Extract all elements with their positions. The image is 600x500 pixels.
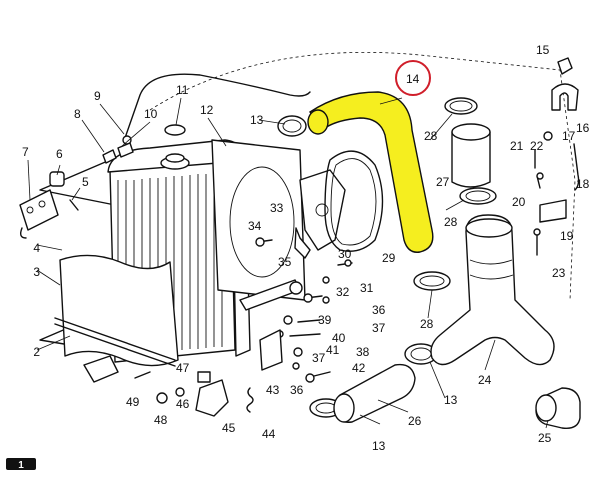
callout-28a: 28: [424, 129, 438, 143]
callout-8: 8: [74, 107, 81, 121]
callout-22: 22: [530, 139, 544, 153]
callout-34: 34: [248, 219, 262, 233]
callout-15: 15: [536, 43, 550, 57]
callout-37a: 37: [372, 321, 386, 335]
callout-13c: 13: [372, 439, 386, 453]
callout-47: 47: [176, 361, 190, 375]
fan-shroud: [211, 139, 346, 301]
callout-44: 44: [262, 427, 276, 441]
sensor-brackets: [533, 57, 580, 256]
hose-sleeve-27: [451, 123, 491, 188]
callout-10: 10: [144, 107, 158, 121]
hose-26: [333, 363, 416, 423]
callout-37b: 37: [312, 351, 326, 365]
callout-21: 21: [510, 139, 524, 153]
page-marker-badge: [6, 458, 36, 470]
callout-24: 24: [478, 373, 492, 387]
pipe-24: [430, 214, 555, 366]
callout-3: 3: [33, 265, 40, 279]
fasteners: [276, 259, 353, 383]
callout-43: 43: [266, 383, 280, 397]
highlight-ring: [395, 60, 431, 96]
callout-7: 7: [22, 145, 29, 159]
hose-25: [535, 387, 581, 429]
callout-38: 38: [356, 345, 370, 359]
callout-40: 40: [332, 331, 346, 345]
callout-16: 16: [576, 121, 590, 135]
callout-46: 46: [176, 397, 190, 411]
callout-5: 5: [82, 175, 89, 189]
callout-13b: 13: [444, 393, 458, 407]
callout-20: 20: [512, 195, 526, 209]
callout-27: 27: [436, 175, 450, 189]
page-marker-label: 1: [18, 460, 24, 471]
belt-29: [324, 150, 384, 252]
callout-45: 45: [222, 421, 236, 435]
callout-39: 39: [318, 313, 332, 327]
callout-48: 48: [154, 413, 168, 427]
callout-49: 49: [126, 395, 140, 409]
callout-11: 11: [176, 83, 189, 97]
callout-4: 4: [33, 241, 40, 255]
callout-28b: 28: [444, 215, 458, 229]
callout-18: 18: [576, 177, 590, 191]
callout-9: 9: [94, 89, 101, 103]
callout-13a: 13: [250, 113, 264, 127]
callout-25: 25: [538, 431, 552, 445]
callout-19: 19: [560, 229, 574, 243]
callout-28c: 28: [420, 317, 434, 331]
callout-30: 30: [338, 247, 352, 261]
tension-arm: [239, 279, 303, 311]
callout-35: 35: [278, 255, 292, 269]
callout-42: 42: [352, 361, 366, 375]
callout-labels: 2 3 4 5 6 7 8 9 10 11 12 13 13 13 14 15 …: [22, 43, 590, 453]
callout-36b: 36: [290, 383, 304, 397]
callout-12: 12: [200, 103, 214, 117]
callout-31: 31: [360, 281, 374, 295]
callout-17: 17: [562, 129, 576, 143]
bolt-34: [255, 237, 273, 247]
callout-33: 33: [270, 201, 284, 215]
engine-outline: [149, 51, 576, 301]
callout-32: 32: [336, 285, 350, 299]
callout-26: 26: [408, 414, 422, 428]
lower-brackets: [83, 329, 283, 417]
callout-6: 6: [56, 147, 63, 161]
upper-coolant-hose: [309, 91, 434, 253]
callout-2: 2: [33, 345, 40, 359]
callout-29: 29: [382, 251, 396, 265]
callout-41: 41: [326, 343, 340, 357]
callout-36a: 36: [372, 303, 386, 317]
callout-23: 23: [552, 266, 566, 280]
leader-lines: [27, 97, 549, 429]
callout-14: 14: [406, 72, 420, 86]
